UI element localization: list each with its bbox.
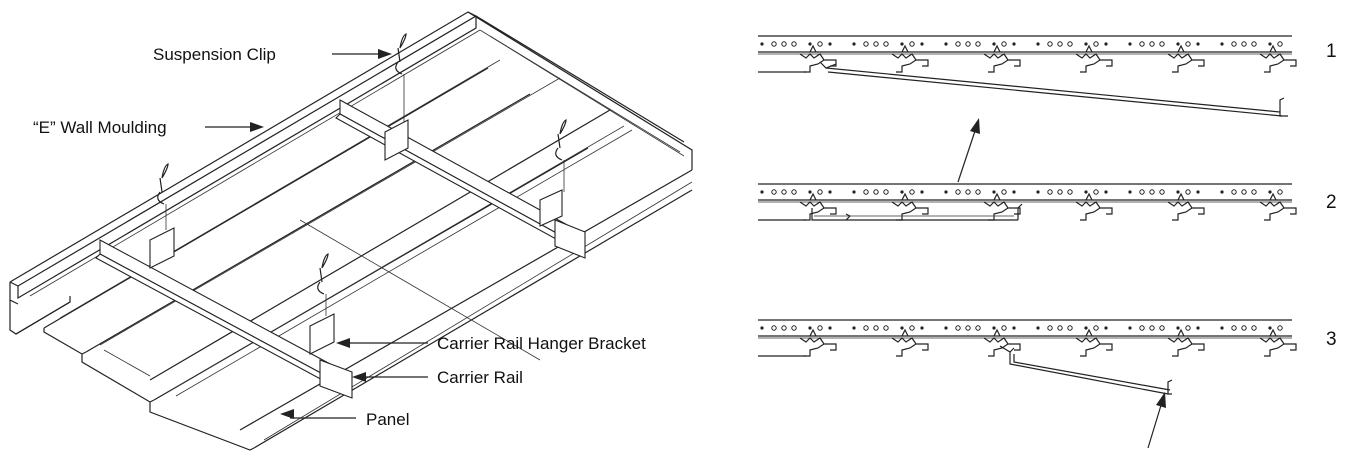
carrier-rail-section (758, 35, 1297, 73)
panel-label: Panel (366, 410, 409, 429)
carrier-rail-section (758, 183, 1297, 221)
carrier-rail-section (758, 319, 1297, 357)
panel-engaged (811, 203, 1023, 221)
step-1-diagram: 1 (758, 35, 1337, 183)
step-number: 3 (1326, 329, 1337, 350)
carrier-rail-front (95, 239, 353, 399)
leader-arrows (205, 49, 428, 419)
step-number: 1 (1326, 41, 1337, 62)
step-2-diagram: 2 (758, 183, 1337, 221)
wall-moulding-label: “E” Wall Moulding (33, 118, 167, 137)
panel-tilted-in-next (999, 345, 1173, 395)
insertion-arrow (957, 118, 980, 183)
panels (9, 59, 693, 451)
step-3-diagram: 3 (758, 319, 1337, 449)
carrier-rail-label: Carrier Rail (437, 368, 523, 387)
panel-tilted-in (819, 61, 1288, 117)
hanger-brackets (149, 119, 563, 355)
suspension-clip-label: Suspension Clip (153, 45, 276, 64)
insertion-arrow (1147, 392, 1166, 449)
suspension-clips (157, 33, 567, 316)
isometric-assembly: Suspension Clip “E” Wall Moulding Carrie… (9, 11, 693, 451)
hanger-bracket-label: Carrier Rail Hanger Bracket (437, 334, 646, 353)
step-number: 2 (1326, 192, 1337, 213)
